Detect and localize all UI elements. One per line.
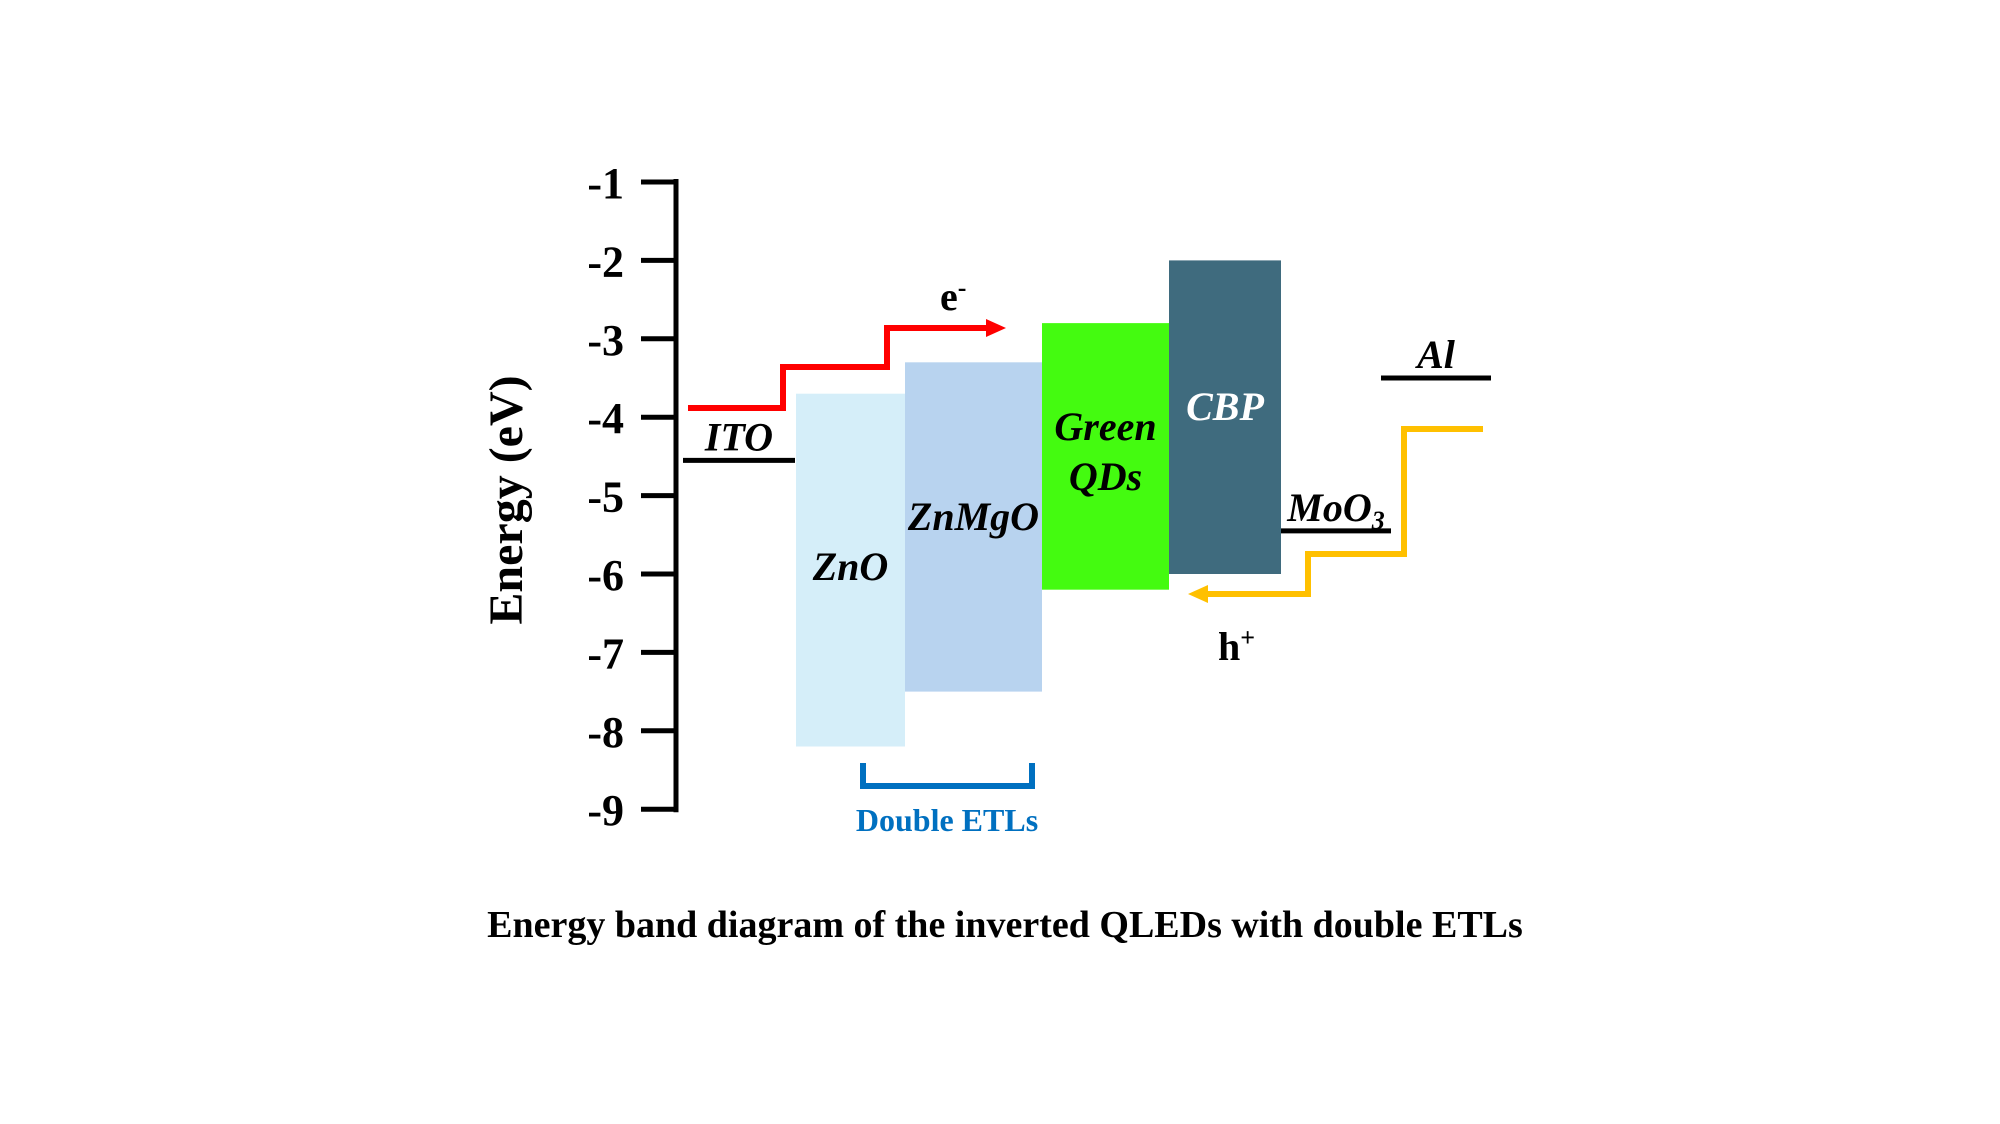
y-tick-label: -3	[587, 316, 624, 365]
band-cbp	[1169, 260, 1281, 574]
y-axis-label: Energy (eV)	[480, 375, 533, 624]
double-etl-bracket	[860, 763, 1035, 789]
double-etl-label: Double ETLs	[856, 802, 1038, 838]
level-label: ITO	[704, 414, 773, 459]
y-tick-label: -2	[587, 237, 624, 286]
band-label: Green	[1054, 404, 1156, 449]
band-green	[1042, 323, 1169, 590]
band-label: ZnMgO	[907, 494, 1039, 539]
y-tick-label: -6	[587, 551, 624, 600]
band-znmgo	[905, 362, 1042, 692]
y-axis: -1 -2 -3 -4 -5 -6 -7 -8 -9	[587, 159, 679, 835]
hole-label: h+	[1218, 623, 1255, 669]
band-label: ZnO	[812, 544, 889, 589]
band-zno	[796, 393, 905, 747]
y-tick-label: -4	[587, 394, 624, 443]
y-tick-label: -9	[587, 786, 624, 835]
hole-path	[1203, 426, 1483, 597]
y-tick-label: -8	[587, 708, 624, 757]
band-label: CBP	[1186, 384, 1264, 429]
y-tick-label: -1	[587, 159, 624, 208]
band-label-line2: QDs	[1069, 454, 1142, 499]
level-label: Al	[1414, 332, 1456, 377]
electron-arrowhead	[986, 319, 1006, 337]
hole-arrowhead	[1188, 585, 1208, 603]
electron-label: e-	[940, 273, 966, 319]
y-tick-label: -7	[587, 629, 624, 678]
caption: Energy band diagram of the inverted QLED…	[487, 904, 1523, 946]
y-tick-label: -5	[587, 473, 624, 522]
electron-path	[688, 325, 990, 411]
level-label: MoO3	[1286, 485, 1384, 535]
